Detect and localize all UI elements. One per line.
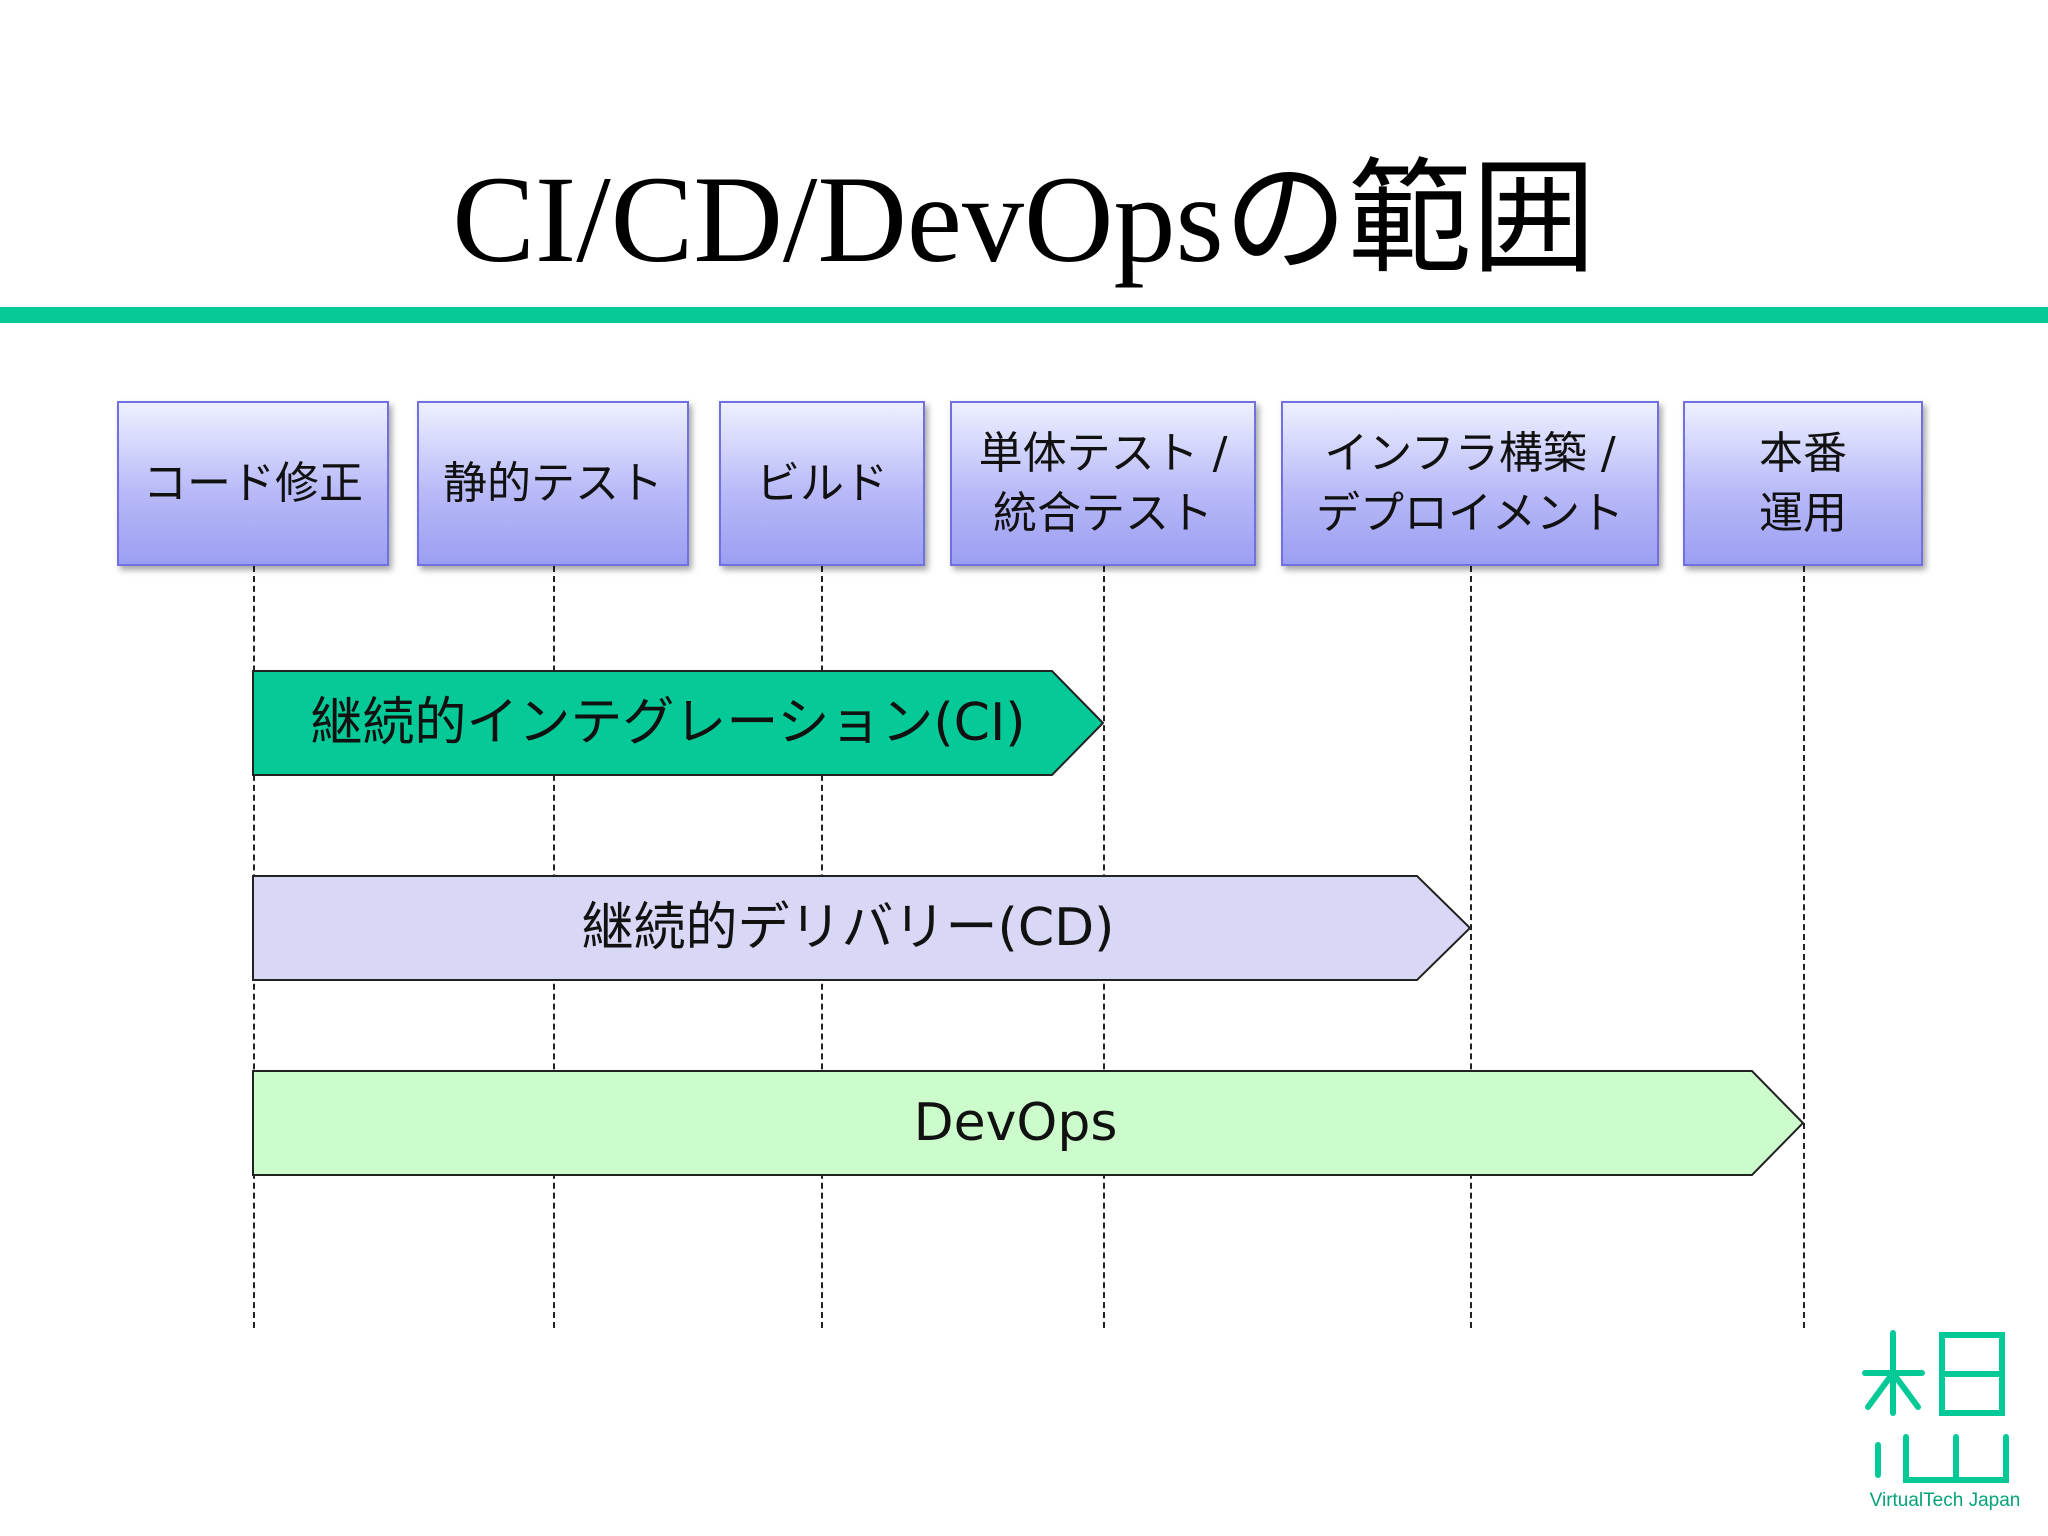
cd-arrow-label: 継続的デリバリー(CD) <box>581 898 1115 958</box>
step-guide-line <box>1470 566 1472 1328</box>
logo-wordmark: VirtualTech Japan <box>1869 1490 2021 1511</box>
step-box-code-edit: コード修正 <box>117 401 389 566</box>
cd-range-arrow <box>252 875 1472 981</box>
virtualtech-logo <box>1862 1330 2009 1483</box>
devops-range-arrow <box>252 1070 1805 1176</box>
step-box-build: ビルド <box>719 401 925 566</box>
step-box-static-test: 静的テスト <box>417 401 689 566</box>
title-underline <box>0 307 2048 323</box>
step-box-unit-integration-test: 単体テスト / 統合テスト <box>950 401 1256 566</box>
ci-arrow-label: 継続的インテグレーション(CI) <box>310 693 1026 753</box>
step-box-infra-deploy: インフラ構築 / デプロイメント <box>1281 401 1659 566</box>
step-guide-line <box>1803 566 1805 1328</box>
step-box-production-operation: 本番 運用 <box>1683 401 1923 566</box>
ci-range-arrow <box>252 670 1105 776</box>
slide-title: CI/CD/DevOpsの範囲 <box>452 151 1596 288</box>
devops-arrow-label: DevOps <box>913 1093 1118 1153</box>
